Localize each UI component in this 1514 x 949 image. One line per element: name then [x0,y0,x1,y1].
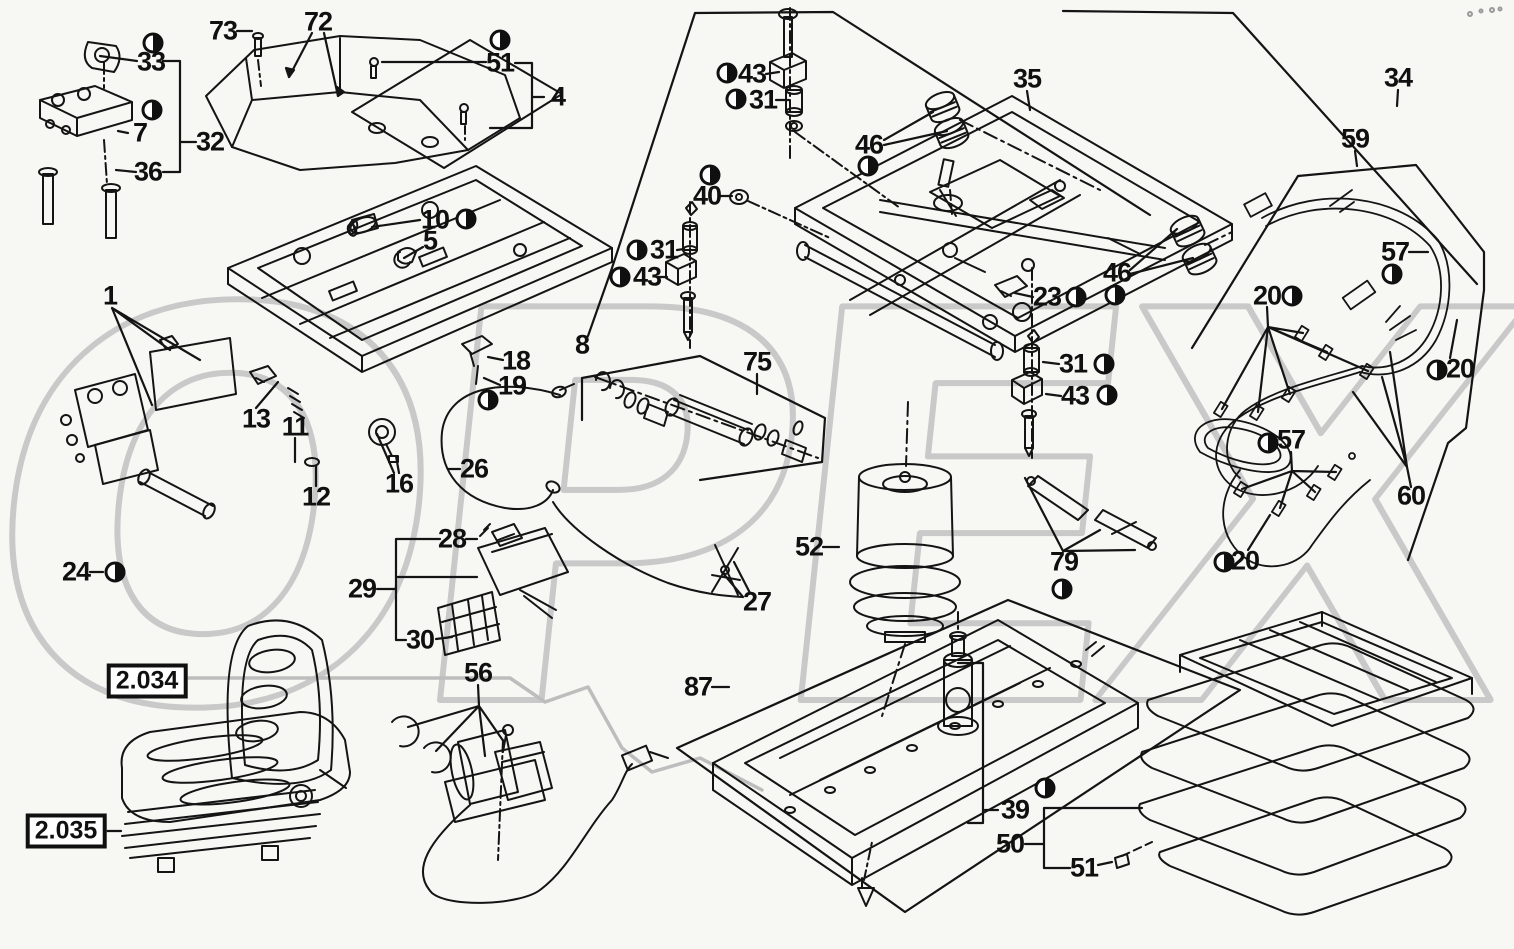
clamp-23 [994,275,1032,322]
watermark: OPEX [0,195,1514,830]
leader-lines [88,29,1459,870]
section-link-line [182,676,764,792]
watermark-text: OPEX [0,198,1514,827]
shock-absorber-75 [594,371,819,463]
wiring-harness-59 [1194,189,1451,568]
compressor-56 [391,715,669,904]
valve-group-32 [38,41,133,239]
scan-specks [1467,6,1503,17]
boundary-35 [586,10,1152,338]
region-boundaries [580,9,1486,914]
struts-79 [1026,475,1157,551]
boundary-59 [1190,163,1486,562]
clip-5 [393,251,411,269]
boundary-34 [1061,9,1479,286]
rubber-buffers-46 [924,90,1233,276]
operator-seat [120,619,351,873]
manifold-1 [60,335,237,520]
bellows-50 [1114,611,1475,916]
fasteners-43-31-top [769,7,901,209]
cylinder-10 [347,213,379,235]
cable-26 [440,383,575,510]
mount-panel-4 [351,39,563,169]
fasteners-43-31-right [1011,267,1043,459]
base-frame-87 [712,611,1139,907]
boundary-75 [580,354,827,482]
air-spring-52 [849,401,961,717]
boundary-87 [675,598,1242,914]
valve-28-30 [437,523,569,656]
